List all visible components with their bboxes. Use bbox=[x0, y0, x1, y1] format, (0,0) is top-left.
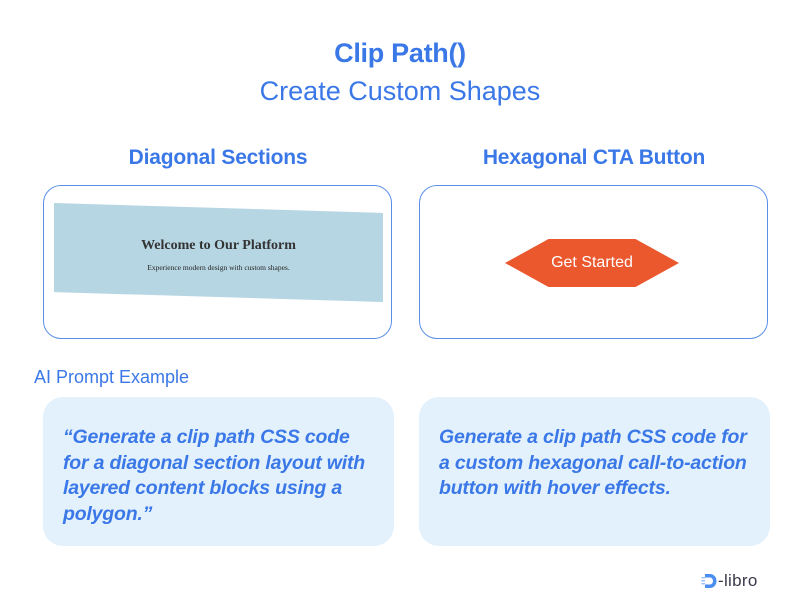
prompt-card-diagonal: “Generate a clip path CSS code for a dia… bbox=[43, 397, 394, 546]
diagonal-demo-card: Welcome to Our Platform Experience moder… bbox=[43, 185, 392, 339]
page-title: Clip Path() bbox=[334, 38, 466, 68]
diagonal-section-subtitle: Experience modern design with custom sha… bbox=[147, 263, 290, 272]
diagonal-sections-heading: Diagonal Sections bbox=[128, 146, 308, 169]
hexagonal-cta-heading: Hexagonal CTA Button bbox=[482, 146, 706, 169]
d-logo-icon bbox=[701, 574, 717, 588]
diagonal-section-title: Welcome to Our Platform bbox=[141, 238, 296, 253]
brand-name: -libro bbox=[718, 571, 758, 590]
ai-prompt-label: AI Prompt Example bbox=[34, 367, 190, 387]
diagonal-section: Welcome to Our Platform Experience moder… bbox=[54, 203, 383, 302]
d-libro-logo: -libro bbox=[701, 571, 758, 591]
get-started-button[interactable]: Get Started bbox=[505, 239, 679, 287]
hexagon-demo-card: Get Started bbox=[419, 185, 768, 339]
page-subtitle: Create Custom Shapes bbox=[259, 76, 541, 106]
prompt-text: Generate a clip path CSS code for a cust… bbox=[439, 426, 747, 499]
prompt-card-hexagon: Generate a clip path CSS code for a cust… bbox=[419, 397, 770, 546]
prompt-text: “Generate a clip path CSS code for a dia… bbox=[63, 426, 365, 525]
